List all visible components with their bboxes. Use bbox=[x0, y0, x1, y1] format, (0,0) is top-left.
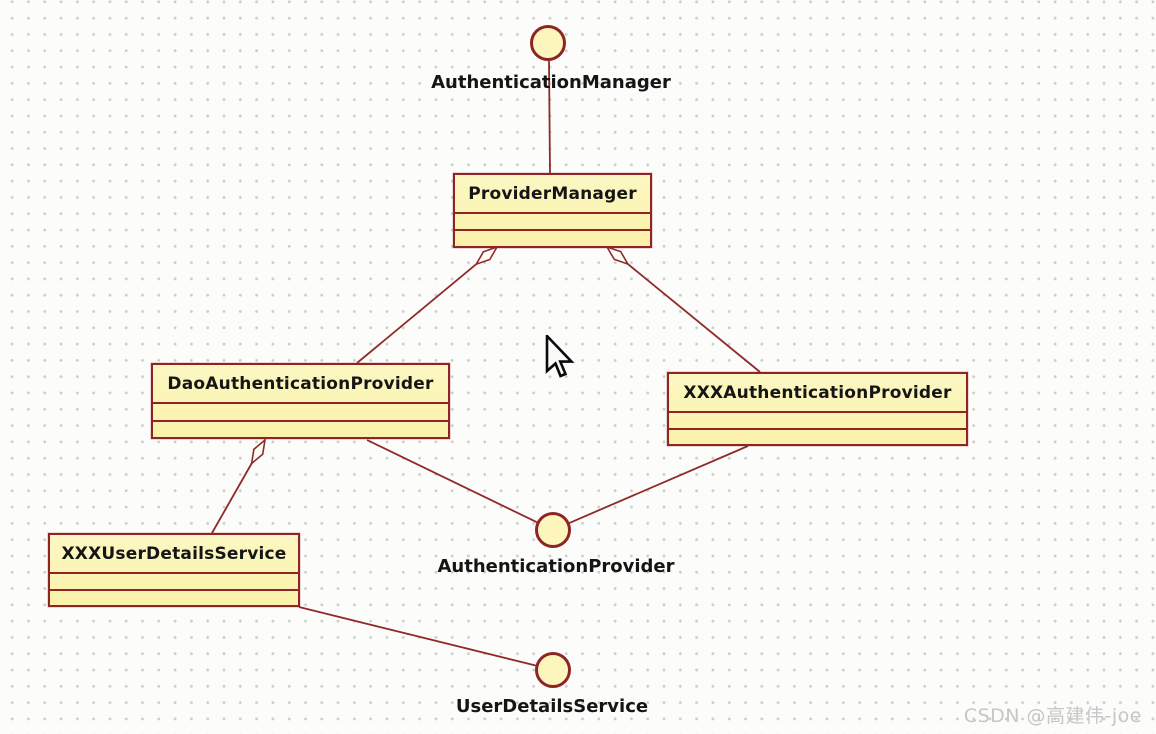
class-providermanager[interactable]: ProviderManager bbox=[453, 173, 652, 248]
interface-label-userdetailsservice: UserDetailsService bbox=[455, 696, 649, 717]
class-xxxuserdetailsservice-name: XXXUserDetailsService bbox=[61, 543, 287, 564]
class-providermanager-name: ProviderManager bbox=[468, 183, 637, 204]
connector-providermanager-dao bbox=[356, 263, 477, 364]
class-xxxauthenticationprovider-name: XXXAuthenticationProvider bbox=[683, 382, 952, 403]
csdn-watermark: CSDN @高建伟-joe bbox=[963, 705, 1142, 727]
attributes-compartment bbox=[50, 572, 298, 589]
interface-label-authenticationprovider: AuthenticationProvider bbox=[437, 556, 675, 577]
connector-xxxuserdetails-userdetailsservice bbox=[298, 606, 536, 667]
connector-dao-xxxuserdetails bbox=[211, 463, 253, 534]
class-xxxauthenticationprovider[interactable]: XXXAuthenticationProvider bbox=[667, 372, 968, 446]
interface-circle-authenticationmanager[interactable] bbox=[530, 25, 566, 61]
connector-dao-authprovider bbox=[366, 439, 538, 524]
aggregation-diamond-right bbox=[605, 245, 630, 266]
operations-compartment bbox=[153, 419, 448, 438]
operations-compartment bbox=[455, 229, 650, 246]
class-daoauthenticationprovider-name: DaoAuthenticationProvider bbox=[167, 373, 434, 394]
connector-providermanager-xxxprovider bbox=[627, 263, 761, 373]
attributes-compartment bbox=[153, 402, 448, 420]
mouse-cursor-icon bbox=[545, 335, 575, 378]
interface-label-authenticationmanager: AuthenticationManager bbox=[431, 72, 671, 93]
attributes-compartment bbox=[455, 212, 650, 229]
attributes-compartment bbox=[669, 411, 966, 428]
interface-circle-authenticationprovider[interactable] bbox=[535, 512, 571, 548]
connector-xxxprovider-authprovider bbox=[569, 445, 749, 524]
operations-compartment bbox=[50, 588, 298, 606]
operations-compartment bbox=[669, 427, 966, 445]
aggregation-diamond-dao bbox=[250, 438, 267, 466]
class-xxxuserdetailsservice[interactable]: XXXUserDetailsService bbox=[48, 533, 300, 607]
aggregation-diamond-left bbox=[474, 245, 499, 266]
interface-circle-userdetailsservice[interactable] bbox=[535, 652, 571, 688]
class-daoauthenticationprovider[interactable]: DaoAuthenticationProvider bbox=[151, 363, 450, 439]
